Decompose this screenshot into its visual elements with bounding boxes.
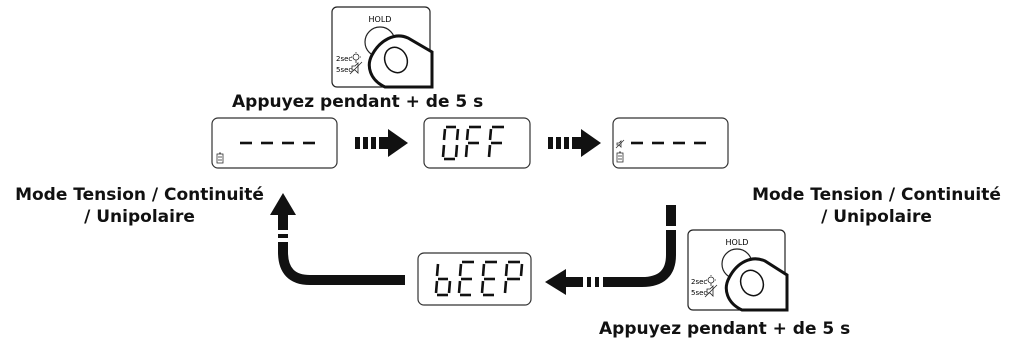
lightbulb-icon [706, 275, 716, 286]
mode-label-right: Mode Tension / Continuité / Unipolaire [738, 184, 1015, 228]
arrow-right-2 [548, 129, 601, 157]
mode-label-right-line1: Mode Tension / Continuité [752, 185, 1001, 205]
curved-arrow-right [545, 205, 676, 295]
mute-option-label: 5sec [336, 66, 352, 74]
hold-label: HOLD [369, 15, 392, 24]
finger-icon [367, 34, 434, 89]
hold-button-panel-bottom: HOLD 2sec 5sec [687, 229, 789, 312]
mode-label-left-line1: Mode Tension / Continuité [15, 185, 264, 205]
speaker-mute-icon [704, 284, 718, 298]
mode-label-left: Mode Tension / Continuité / Unipolaire [2, 184, 277, 228]
lcd-display-off [423, 117, 531, 169]
curved-arrow-left [270, 193, 405, 285]
lightbulb-icon [351, 52, 361, 63]
mute-option-label: 5sec [691, 289, 707, 297]
mode-label-left-line2: / Unipolaire [84, 207, 195, 227]
lcd-display-beep [417, 252, 532, 306]
arrow-right-1 [355, 129, 408, 157]
hold-label: HOLD [726, 238, 749, 247]
hold-button-panel-top: HOLD 2sec 5sec [331, 6, 434, 89]
speaker-mute-icon [615, 139, 625, 149]
instruction-bottom: Appuyez pendant + de 5 s [599, 319, 851, 339]
lcd-display-3 [612, 117, 729, 169]
lcd-display-1 [211, 117, 338, 169]
instruction-top: Appuyez pendant + de 5 s [232, 92, 484, 112]
speaker-mute-icon [349, 61, 363, 75]
light-option-label: 2sec [336, 55, 352, 63]
mode-label-right-line2: / Unipolaire [821, 207, 932, 227]
finger-icon [724, 257, 789, 312]
battery-icon [616, 151, 624, 163]
light-option-label: 2sec [691, 278, 707, 286]
battery-icon [216, 152, 224, 164]
